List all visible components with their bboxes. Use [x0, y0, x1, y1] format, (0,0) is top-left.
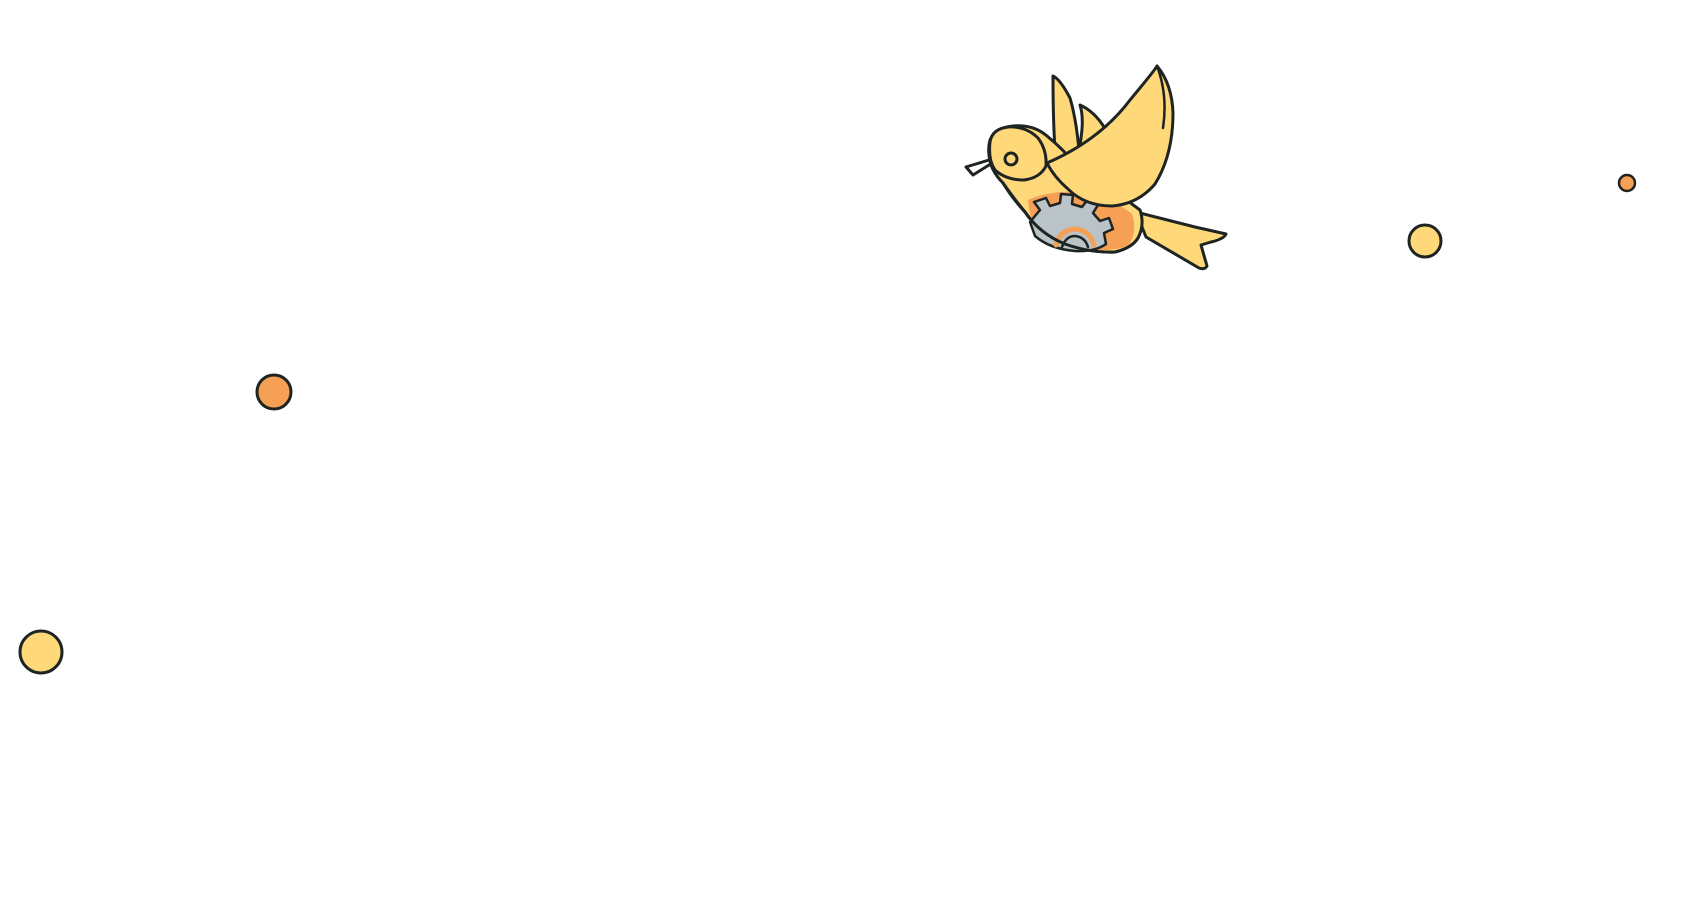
bird-tail — [1134, 210, 1228, 271]
decorative-dots — [18, 173, 1637, 675]
small-orange-dot — [1617, 173, 1637, 193]
bird-head — [988, 125, 1048, 182]
yellow-dot — [18, 629, 64, 675]
bird-icon — [964, 64, 1228, 271]
bird-front-wing — [1045, 64, 1175, 208]
bird-eye — [1003, 151, 1019, 167]
gear-icon — [1028, 192, 1115, 253]
bird-beak — [964, 158, 991, 177]
bird-wing-detail — [1155, 64, 1166, 130]
orange-dot — [255, 373, 293, 411]
bird-belly-outline — [1001, 181, 1140, 254]
yellow-dot — [1407, 223, 1443, 259]
